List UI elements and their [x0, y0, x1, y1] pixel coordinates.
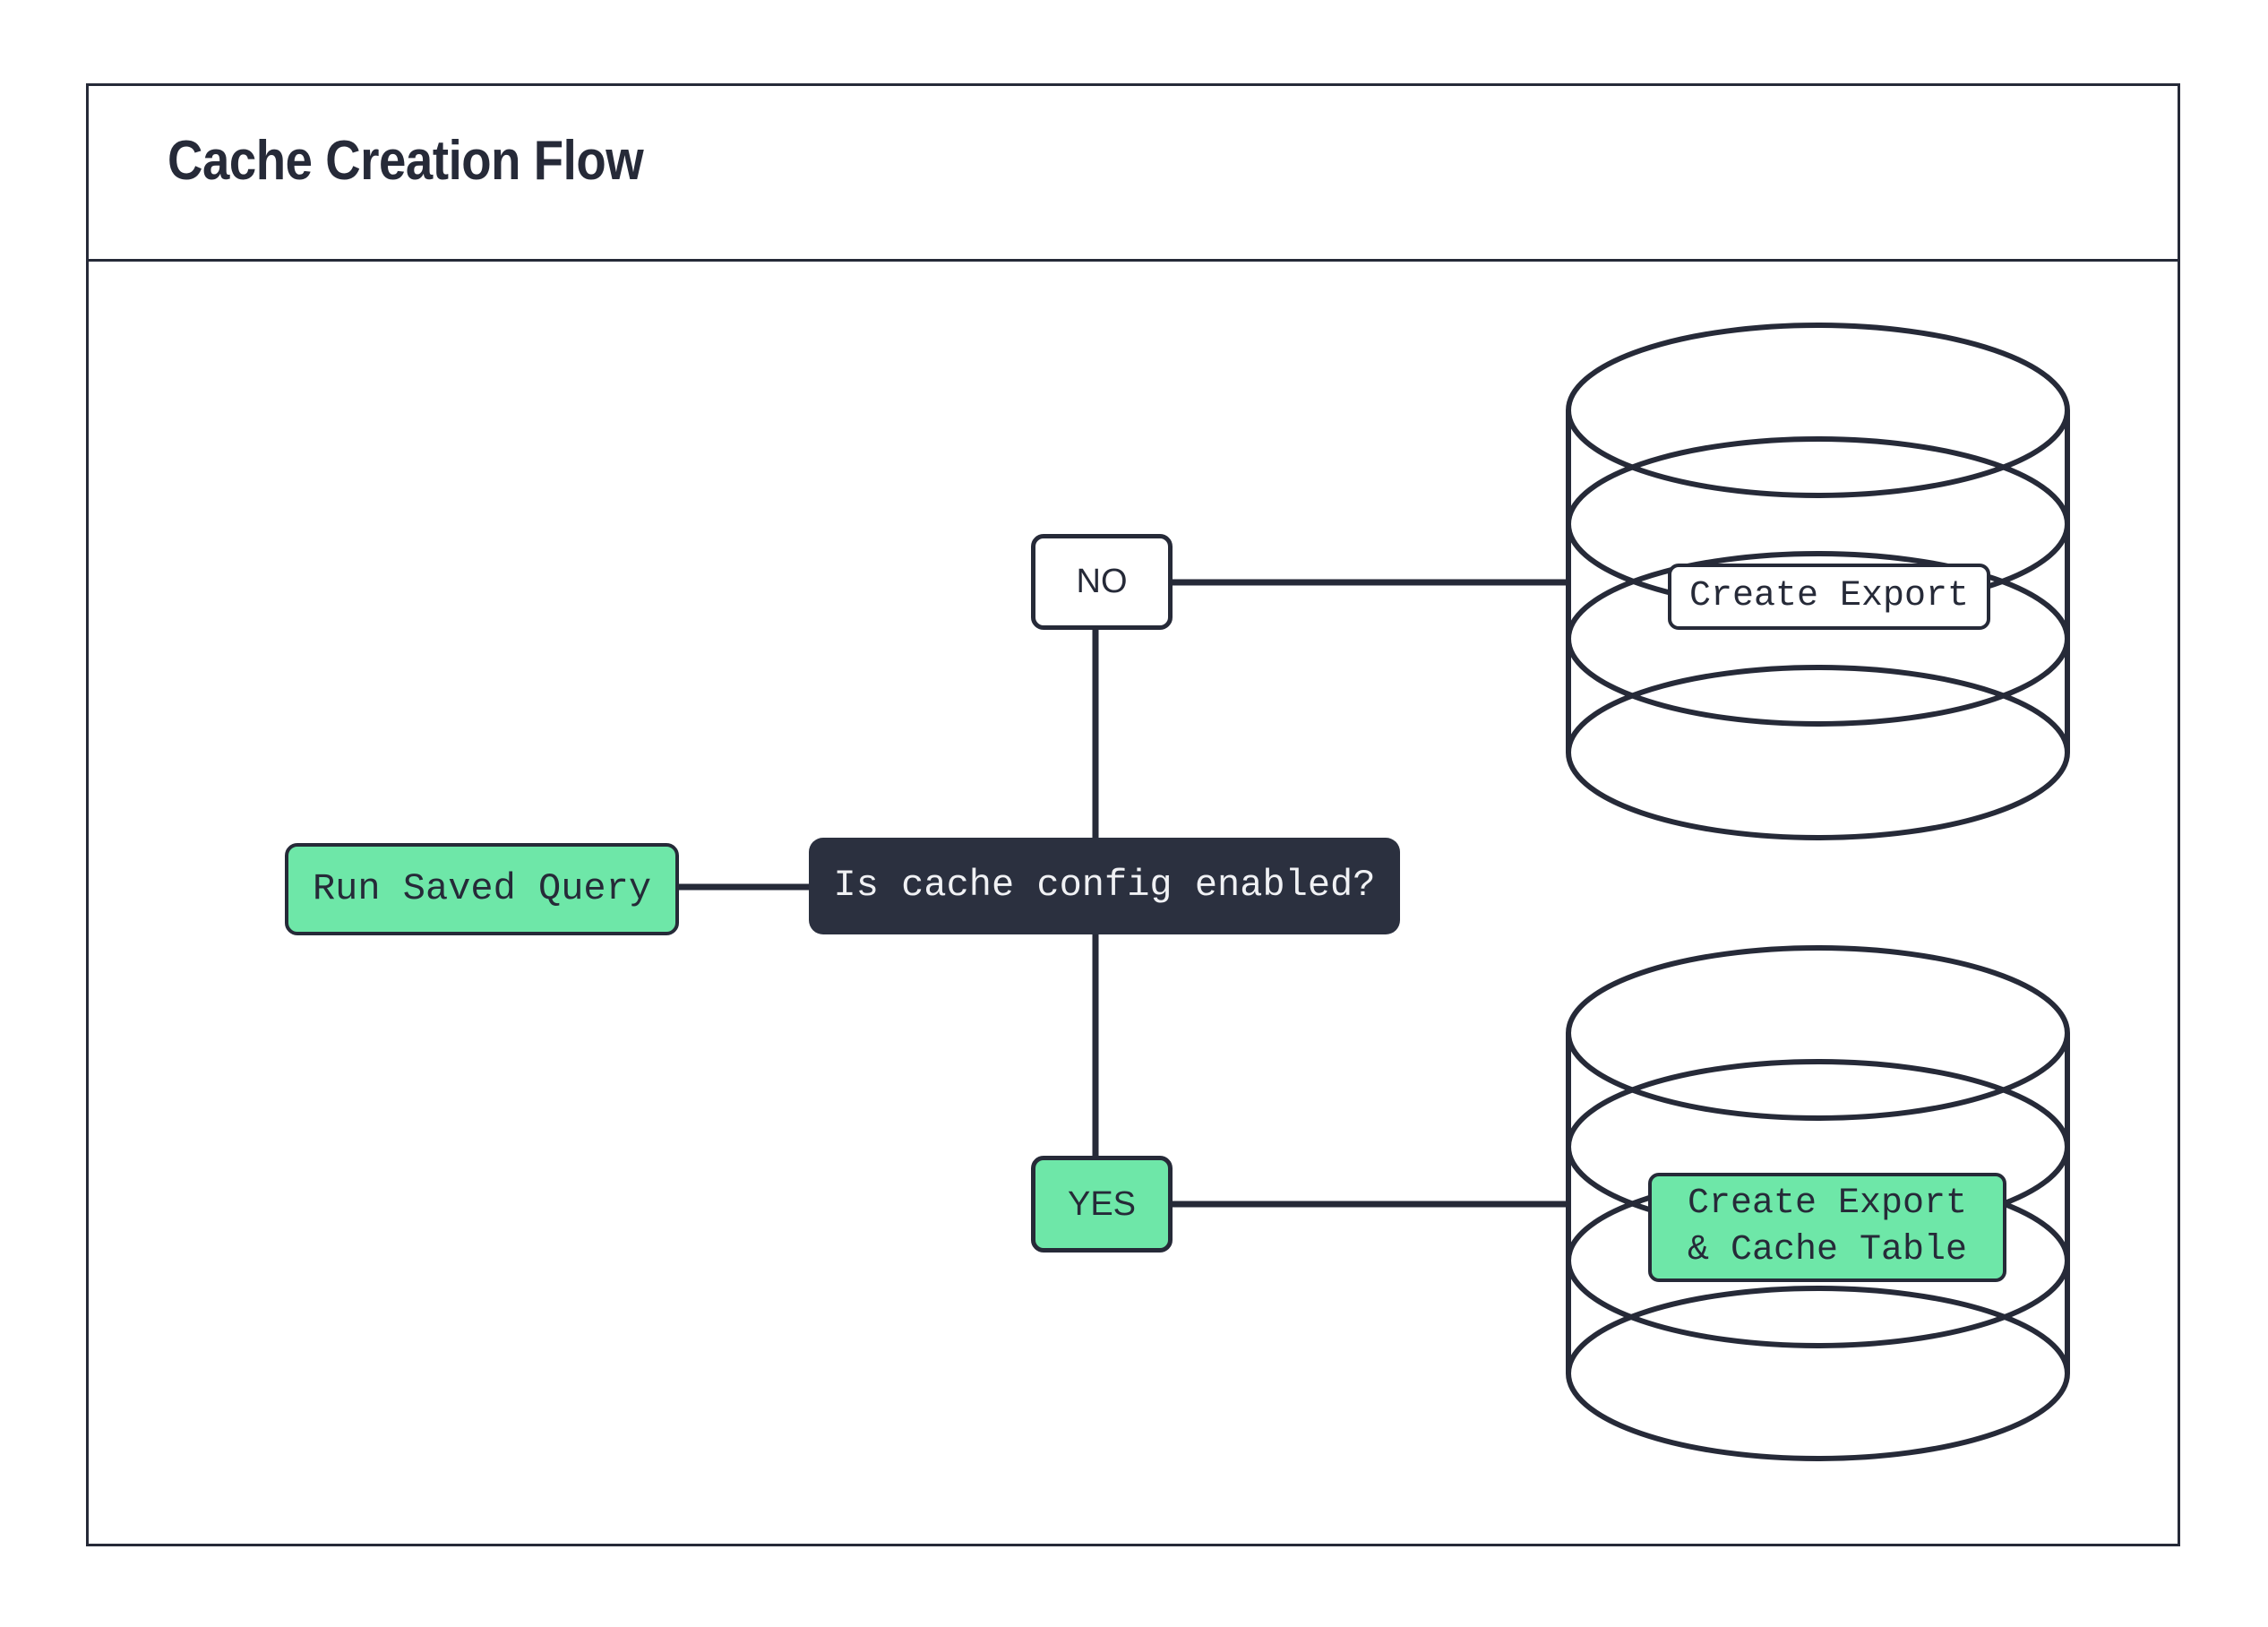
node-create-export[interactable]: Create Export	[1668, 564, 1990, 630]
page-title: Cache Creation Flow	[168, 130, 644, 192]
diagram-canvas: Run Saved Query Is cache config enabled?…	[89, 86, 2183, 1549]
branch-label-no[interactable]: NO	[1031, 534, 1173, 630]
node-decision-cache-config[interactable]: Is cache config enabled?	[809, 838, 1400, 934]
database-cylinder-top	[1566, 323, 2070, 840]
branch-label-yes[interactable]: YES	[1031, 1156, 1173, 1253]
diagram-header: Cache Creation Flow	[89, 86, 2178, 262]
node-run-saved-query[interactable]: Run Saved Query	[285, 843, 679, 935]
flow-graphics	[679, 323, 2070, 1461]
diagram-frame: Cache Creation Flow	[86, 83, 2180, 1546]
node-create-export-and-cache-table[interactable]: Create Export & Cache Table	[1648, 1173, 2006, 1282]
